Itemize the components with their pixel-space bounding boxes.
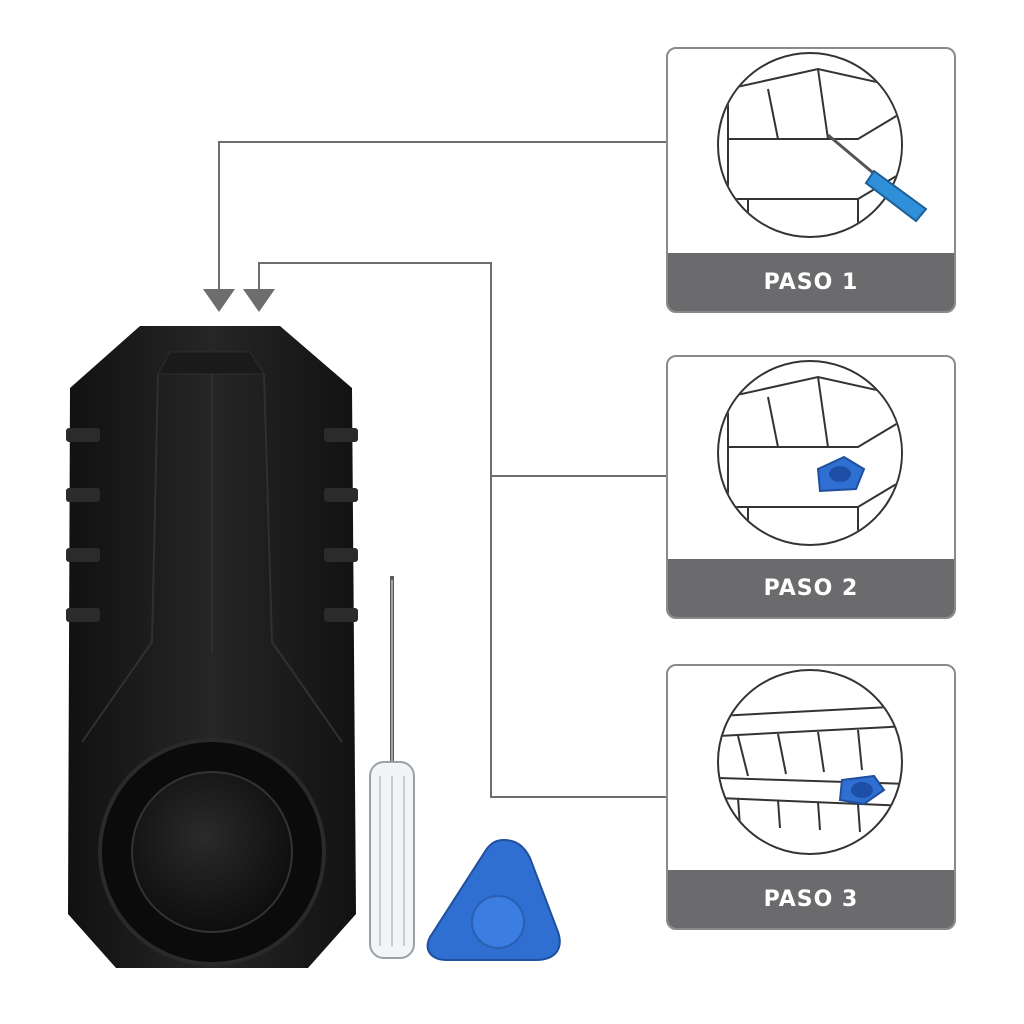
step-card-3: PASO 3 bbox=[666, 664, 956, 930]
step-3-label-bar: PASO 3 bbox=[668, 870, 954, 928]
step-1-label: PASO 1 bbox=[763, 269, 859, 295]
step-2-illustration bbox=[717, 360, 903, 546]
pry-tool-icon bbox=[426, 838, 561, 961]
arrow-down-icon bbox=[243, 289, 275, 312]
step-1-label-bar: PASO 1 bbox=[668, 253, 954, 311]
step-3-label: PASO 3 bbox=[763, 886, 859, 912]
connector-step-1 bbox=[218, 141, 667, 290]
speaker-cap bbox=[131, 771, 293, 933]
step-card-1: PASO 1 bbox=[666, 47, 956, 313]
step-2-label-bar: PASO 2 bbox=[668, 559, 954, 617]
connector-step-2-3 bbox=[258, 262, 667, 798]
step-3-illustration bbox=[717, 669, 903, 855]
arrow-down-icon bbox=[203, 289, 235, 312]
step-card-2: PASO 2 bbox=[666, 355, 956, 619]
step-1-illustration bbox=[717, 52, 928, 238]
alarm-device bbox=[66, 326, 358, 968]
step-2-label: PASO 2 bbox=[763, 575, 859, 601]
screwdriver-icon bbox=[369, 576, 415, 959]
